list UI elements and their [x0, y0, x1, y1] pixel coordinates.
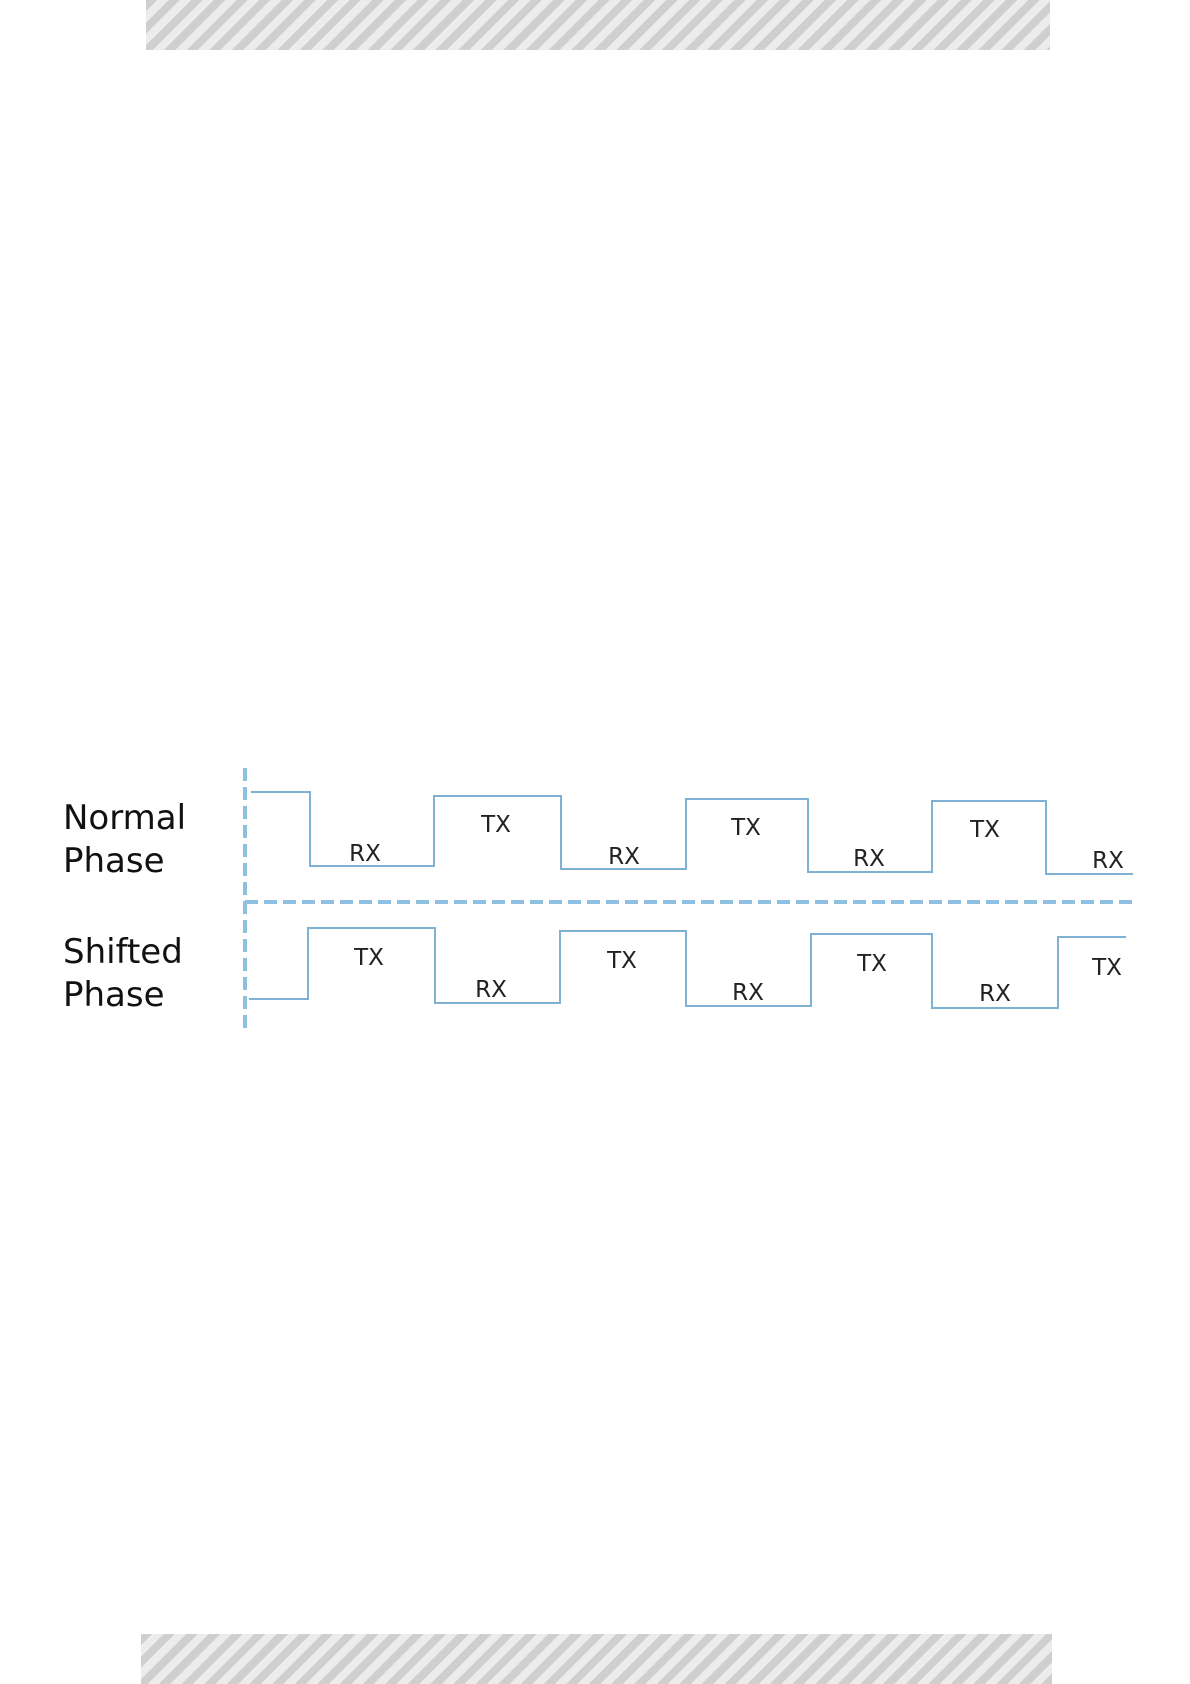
normal-segment-label: TX — [730, 815, 761, 841]
normal-segment-label: RX — [1092, 848, 1124, 874]
footer-hatch-band — [141, 1634, 1052, 1684]
normal-phase-waveform — [251, 792, 1133, 874]
shifted-segment-label: RX — [979, 981, 1011, 1007]
shifted-segment-label: TX — [353, 945, 384, 971]
normal-segment-label: TX — [969, 817, 1000, 843]
normal-phase-label-line-1: Normal — [63, 798, 186, 838]
shifted-segment-label: TX — [606, 948, 637, 974]
shifted-segment-label: RX — [732, 980, 764, 1006]
normal-segment-label: RX — [853, 846, 885, 872]
normal-segment-label: RX — [349, 841, 381, 867]
normal-segment-label: TX — [480, 812, 511, 838]
shifted-segment-label: RX — [475, 977, 507, 1003]
shifted-phase-label-line-2: Phase — [63, 975, 165, 1015]
shifted-segment-label: TX — [856, 951, 887, 977]
shifted-phase-label-line-1: Shifted — [63, 932, 183, 972]
shifted-segment-label: TX — [1091, 955, 1122, 981]
normal-phase-label-line-2: Phase — [63, 841, 165, 881]
normal-segment-label: RX — [608, 844, 640, 870]
